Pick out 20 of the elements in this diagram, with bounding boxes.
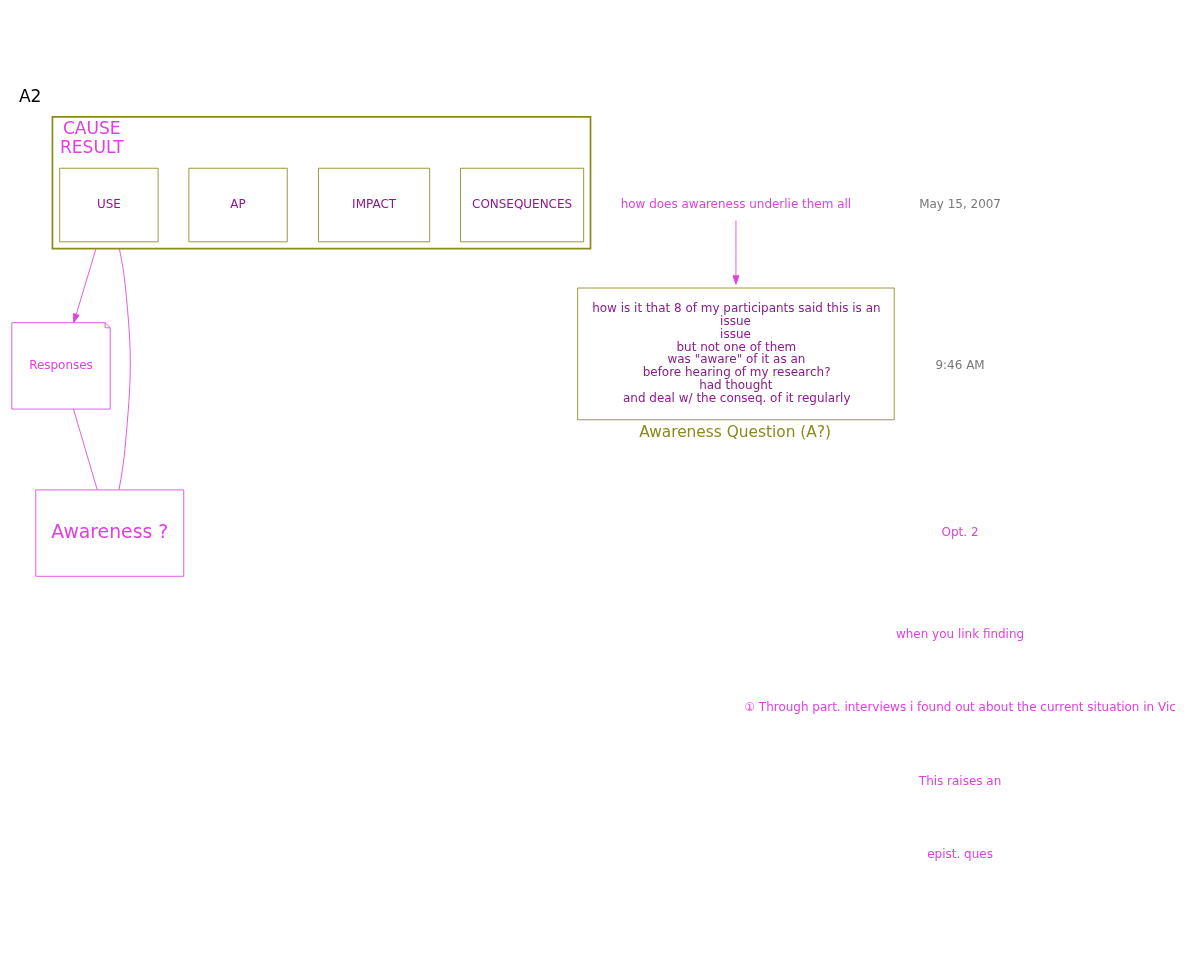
label: epist. ques (927, 846, 993, 861)
node-box: USE (59, 167, 159, 242)
label: when you link finding (896, 626, 1025, 641)
node-box: CONSEQUENCES (460, 167, 585, 242)
node-label: Awareness Question (A?) (639, 422, 832, 441)
connector (118, 247, 131, 490)
node-box: how is it that 8 of my participants said this is an issue issue but not one of them was "aware" of it as an before hearing of my research? had thought and deal w/ the conseq. of it regularly (577, 287, 895, 420)
node-box: Awareness ? (35, 488, 185, 577)
label: ① Through part. interviews i found out about the current situation in Vic (744, 699, 1176, 714)
diagram-title: A2 (18, 85, 42, 106)
connector (73, 408, 98, 490)
label: This raises an (918, 773, 1002, 788)
arrow (72, 247, 97, 323)
arrow (732, 219, 740, 285)
node-box: IMPACT (318, 167, 431, 242)
label: 9:46 AM (935, 357, 985, 372)
node-box: AP (188, 167, 288, 242)
label: May 15, 2007 (919, 196, 1001, 211)
node-text: how does awareness underlie them all (620, 196, 852, 211)
label: Opt. 2 (941, 524, 979, 539)
